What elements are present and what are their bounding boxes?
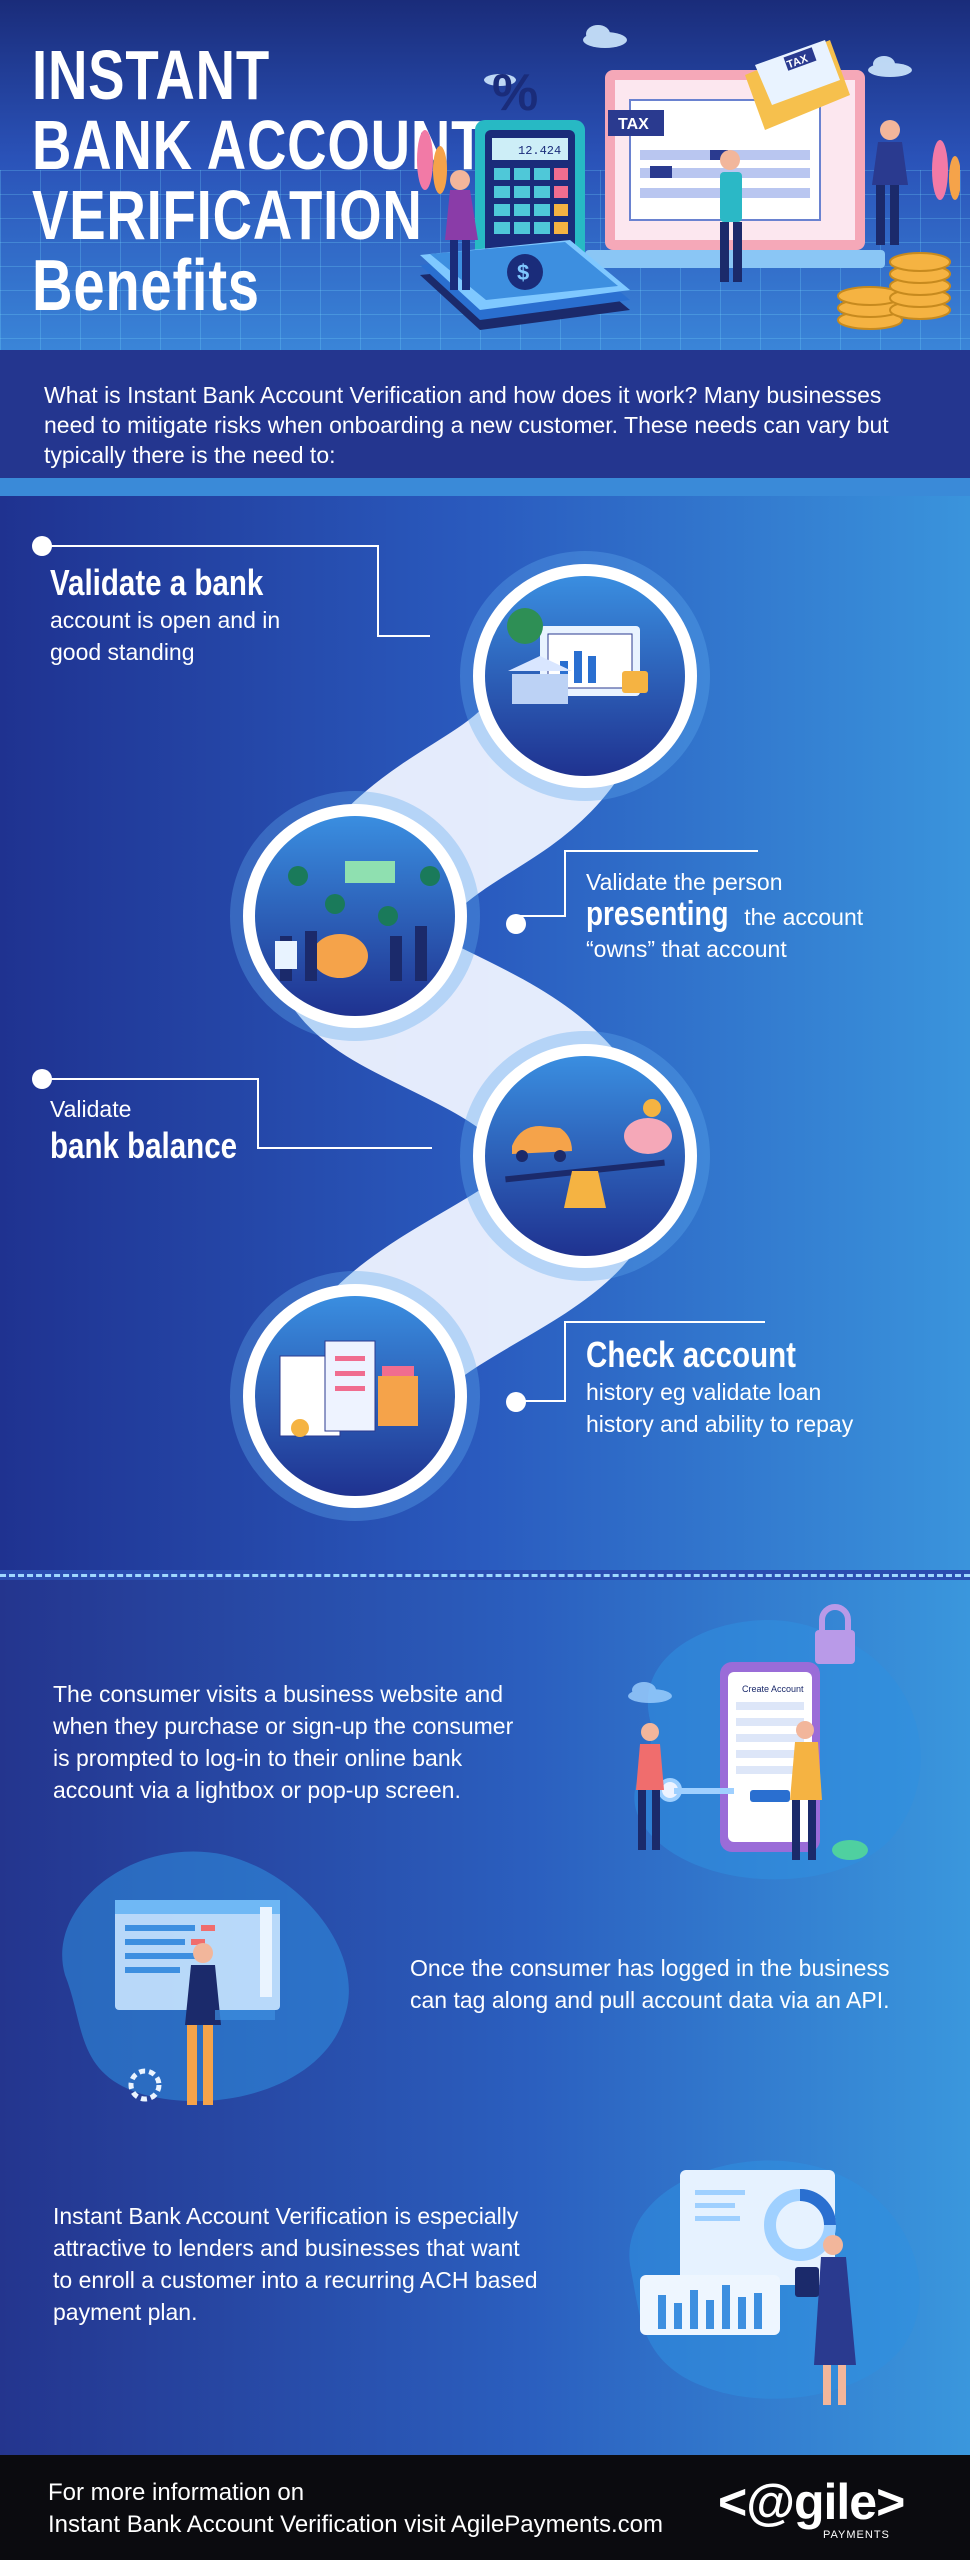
logo-subtext: PAYMENTS (823, 2529, 890, 2541)
footer-text: For more information on Instant Bank Acc… (48, 2477, 663, 2541)
loan-history-icon (230, 1271, 480, 1521)
dashed-divider (0, 1570, 970, 1580)
coins-icon (837, 252, 951, 330)
balance-scale-icon (460, 1031, 710, 1281)
benefit-3-pre: Validate (50, 1096, 132, 1122)
person-woman-left-icon (445, 170, 478, 290)
process-2-line-1: Once the consumer has logged in the busi… (410, 1955, 890, 1981)
hero-header: INSTANT BANK ACCOUNT VERIFICATION Benefi… (0, 0, 970, 350)
percent-symbol: % (492, 64, 538, 122)
process-step-2: Once the consumer has logged in the busi… (410, 1952, 950, 2016)
process-section: Create Account The consumer visits a bus… (0, 1580, 970, 2455)
process-1-line-4: account via a lightbox or pop-up screen. (53, 1777, 461, 1803)
circles-path-graphic (32, 536, 765, 1521)
benefit-3-heading: bank balance (50, 1125, 238, 1166)
title-line-2: BANK ACCOUNT (32, 106, 486, 184)
benefit-1: Validate a bank account is open and in g… (50, 562, 380, 668)
benefit-2-heading: presenting (586, 895, 729, 933)
process-1-line-3: is prompted to log-in to their online ba… (53, 1745, 463, 1771)
page-title: INSTANT BANK ACCOUNT VERIFICATION Benefi… (32, 40, 613, 322)
benefit-4-heading: Check account (586, 1334, 796, 1375)
benefit-3: Validate bank balance (50, 1093, 350, 1167)
divider-strip (0, 478, 970, 496)
phone-title: Create Account (742, 1684, 804, 1694)
process-1-line-2: when they purchase or sign-up the consum… (53, 1713, 514, 1739)
connector-dots (32, 536, 526, 1412)
process-3-line-1: Instant Bank Account Verification is esp… (53, 2203, 519, 2229)
process-3-line-2: attractive to lenders and businesses tha… (53, 2235, 520, 2261)
calculator-display: 12.424 (518, 144, 561, 158)
process-1-line-1: The consumer visits a business website a… (53, 1681, 503, 1707)
svg-text:$: $ (517, 260, 529, 285)
people-money-icon (230, 791, 480, 1041)
benefits-section: Validate a bank account is open and in g… (0, 496, 970, 1570)
api-dashboard-icon (62, 1851, 349, 2105)
analytics-chart-icon (629, 2160, 920, 2405)
envelope-icon: TAX (745, 40, 850, 130)
benefit-1-line-1: account is open and in (50, 607, 281, 633)
process-3-line-4: payment plan. (53, 2299, 198, 2325)
title-line-1: INSTANT (32, 36, 270, 114)
process-3-line-3: to enroll a customer into a recurring AC… (53, 2267, 538, 2293)
agile-payments-logo[interactable]: <@gile> PAYMENTS (718, 2473, 918, 2545)
connector-lines (42, 545, 765, 1402)
bank-finance-icon (460, 551, 710, 801)
calculator-icon: 12.424 % (475, 64, 585, 270)
title-line-4: Benefits (32, 246, 260, 326)
footer-line-2: Instant Bank Account Verification visit … (48, 2511, 663, 2538)
logo-text: <@gile> (718, 2474, 905, 2530)
benefit-2-line-1: “owns” that account (586, 936, 787, 962)
person-man-center-icon (720, 150, 742, 282)
title-line-3: VERIFICATION (32, 176, 423, 254)
benefit-4-line-1: history eg validate loan (586, 1379, 822, 1405)
person-right-icon (872, 120, 908, 245)
process-2-line-2: can tag along and pull account data via … (410, 1987, 890, 2013)
footer: For more information on Instant Bank Acc… (0, 2455, 970, 2560)
process-step-3: Instant Bank Account Verification is esp… (53, 2200, 593, 2328)
benefit-1-heading: Validate a bank (50, 562, 264, 603)
money-stack-icon: $ (420, 240, 630, 330)
plant-icon (417, 130, 960, 200)
phone-login-icon: Create Account (628, 1604, 921, 1880)
finance-illustration: TAX 12.424 % (417, 25, 960, 330)
intro-section: What is Instant Bank Account Verificatio… (0, 350, 970, 478)
footer-line-1: For more information on (48, 2479, 305, 2506)
cloud-icon (484, 25, 912, 86)
benefit-2-after: the account (737, 904, 864, 930)
tax-label: TAX (618, 116, 649, 133)
intro-text: What is Instant Bank Account Verificatio… (44, 382, 889, 468)
process-step-1: The consumer visits a business website a… (53, 1678, 573, 1806)
benefit-4-line-2: history and ability to repay (586, 1411, 854, 1437)
benefit-1-line-2: good standing (50, 639, 195, 665)
benefit-4: Check account history eg validate loan h… (586, 1334, 946, 1440)
benefit-2-pre: Validate the person (586, 869, 783, 895)
benefit-2: Validate the person presenting the accou… (586, 866, 926, 965)
